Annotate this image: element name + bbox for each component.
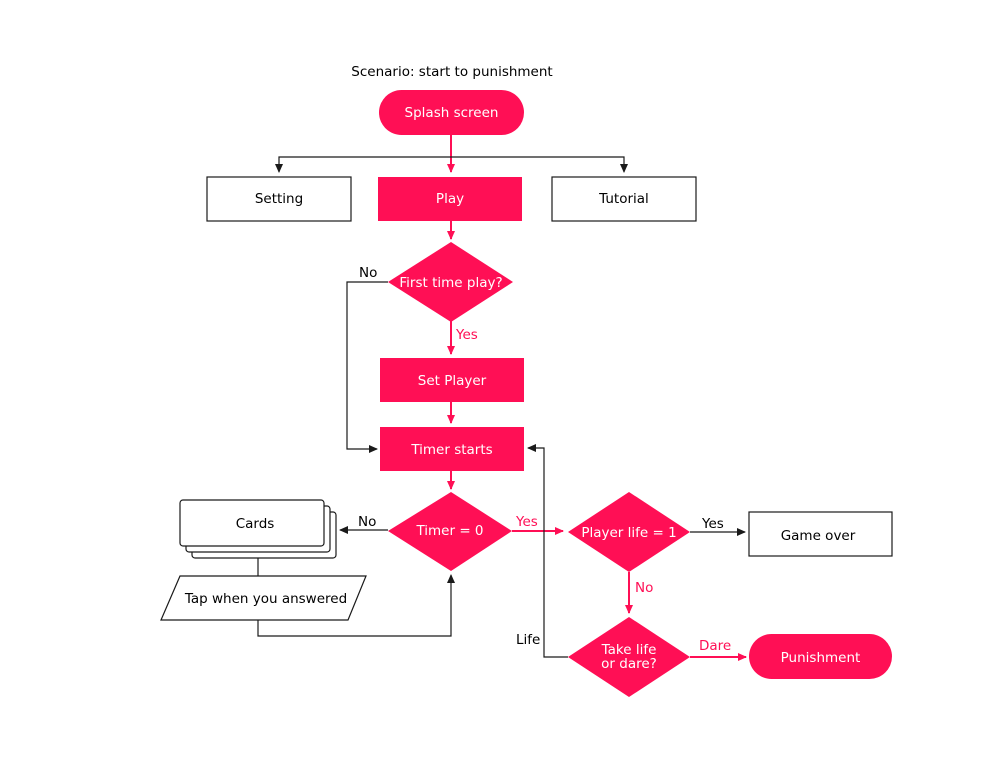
node-punishment-label: Punishment [781, 650, 861, 666]
node-game-over-label: Game over [781, 528, 856, 544]
node-timer-zero-label: Timer = 0 [415, 523, 483, 539]
node-tutorial-label: Tutorial [598, 191, 649, 207]
label-timer-no: No [358, 514, 376, 530]
label-life-yes: Yes [701, 516, 724, 532]
node-splash-screen: Splash screen [379, 90, 524, 135]
label-life-no: No [635, 580, 653, 596]
node-game-over: Game over [748, 511, 893, 557]
node-timer-starts-label: Timer starts [410, 442, 492, 458]
connectors [257, 134, 747, 661]
edge-tap-to-timer-check [257, 574, 455, 637]
label-take-life: Life [516, 632, 540, 648]
edge-first-time-no [346, 281, 388, 453]
node-setting-label: Setting [255, 191, 303, 207]
node-tutorial: Tutorial [551, 176, 697, 222]
label-timer-yes: Yes [515, 514, 538, 530]
node-take-life-or-dare-line2: or dare? [601, 656, 657, 672]
label-first-time-no: No [359, 265, 377, 281]
node-first-time-play: First time play? [388, 242, 513, 322]
node-set-player: Set Player [380, 358, 524, 402]
node-set-player-label: Set Player [418, 373, 487, 389]
node-cards-label: Cards [236, 516, 275, 532]
node-play-label: Play [436, 191, 464, 207]
node-tap-when-answered: Tap when you answered [160, 575, 367, 621]
node-punishment: Punishment [749, 634, 892, 679]
edge-splash-to-setting [275, 156, 451, 173]
node-player-life-label: Player life = 1 [581, 525, 676, 541]
node-timer-starts: Timer starts [380, 427, 524, 471]
edge-splash-to-tutorial [451, 156, 628, 173]
label-take-dare: Dare [699, 638, 731, 654]
node-timer-zero: Timer = 0 [388, 492, 512, 571]
edge-take-life-to-timer [527, 444, 568, 658]
node-tap-when-answered-label: Tap when you answered [184, 591, 347, 607]
node-first-time-play-label: First time play? [399, 275, 502, 291]
node-take-life-or-dare: Take life or dare? [568, 617, 690, 697]
node-take-life-or-dare-line1: Take life [601, 642, 657, 658]
node-splash-screen-label: Splash screen [405, 105, 499, 121]
node-setting: Setting [206, 176, 352, 222]
label-first-time-yes: Yes [455, 327, 478, 343]
node-play: Play [378, 177, 522, 221]
diagram-title: Scenario: start to punishment [351, 64, 552, 80]
node-player-life: Player life = 1 [568, 492, 690, 572]
node-cards: Cards [179, 499, 337, 559]
